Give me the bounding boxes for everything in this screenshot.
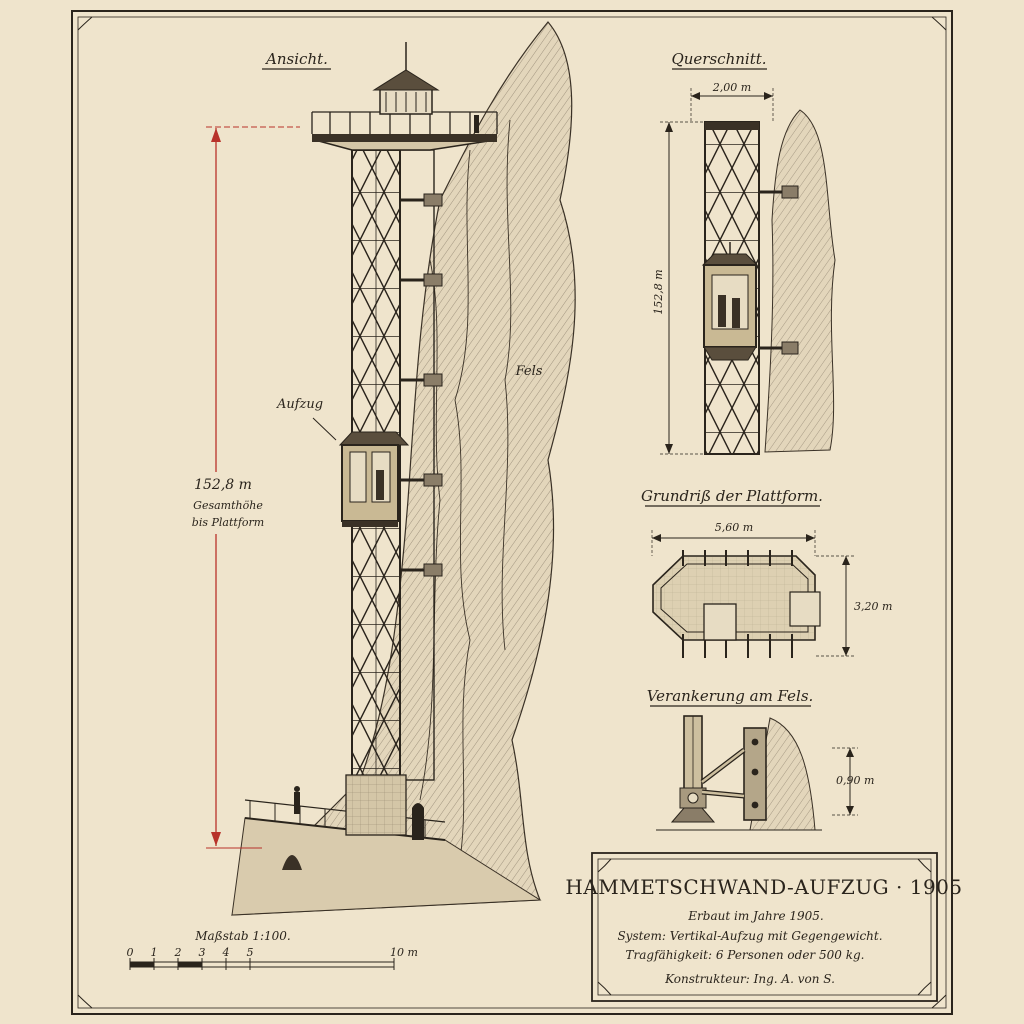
lift-cabin (338, 431, 410, 527)
anchor-height-dimension (832, 747, 858, 816)
anchor-drawing (656, 715, 822, 831)
scale-tick-1: 1 (151, 946, 158, 959)
lift-label: Aufzug (276, 397, 323, 412)
plan-drawing (652, 550, 821, 658)
plan-width-dimension (651, 530, 816, 556)
lift-leader (312, 417, 337, 441)
scale-end: 10 m (390, 946, 418, 959)
heading-section: Querschnitt. (671, 50, 766, 68)
sheet-frame (71, 10, 953, 1015)
plan-depth-value: 3,20 m (854, 600, 892, 613)
section-height-dimension (660, 121, 705, 455)
rock-label: Fels (515, 364, 543, 379)
scale-bar: 0 1 2 3 4 5 10 m (127, 946, 418, 970)
scale-tick-0: 0 (127, 946, 134, 959)
section-drawing (701, 109, 836, 455)
scale-tick-4: 4 (222, 946, 230, 959)
plan-width-value: 5,60 m (715, 521, 753, 534)
title-line-3: Tragfähigkeit: 6 Personen oder 500 kg. (626, 948, 865, 962)
anchor-height-value: 0,90 m (836, 774, 874, 787)
scale-tick-5: 5 (247, 946, 254, 959)
scale-tick-2: 2 (174, 946, 182, 959)
plan-depth-dimension (816, 555, 854, 657)
total-height-dimension (182, 126, 300, 849)
section-width-dimension (690, 88, 774, 122)
heading-anchor: Verankerung am Fels. (647, 687, 814, 705)
section-height-value: 152,8 m (652, 269, 665, 314)
total-height-note-1: Gesamthöhe (193, 499, 263, 512)
total-height-note-2: bis Plattform (192, 516, 264, 529)
heading-view: Ansicht. (264, 50, 328, 68)
title-line-2: System: Vertikal-Aufzug mit Gegengewicht… (617, 929, 882, 943)
title-main: HAMMETSCHWAND-AUFZUG · 1905 (565, 875, 962, 899)
title-line-1: Erbaut im Jahre 1905. (687, 909, 823, 923)
scale-label: Maßstab 1:100. (194, 929, 290, 943)
heading-plan: Grundriß der Plattform. (641, 487, 823, 505)
base-walkway (231, 786, 542, 916)
title-line-4: Konstrukteur: Ing. A. von S. (664, 972, 835, 986)
top-platform (311, 42, 498, 151)
total-height-value: 152,8 m (194, 477, 252, 493)
section-width-value: 2,00 m (712, 81, 751, 94)
title-block (591, 852, 938, 1002)
scale-tick-3: 3 (199, 946, 206, 959)
